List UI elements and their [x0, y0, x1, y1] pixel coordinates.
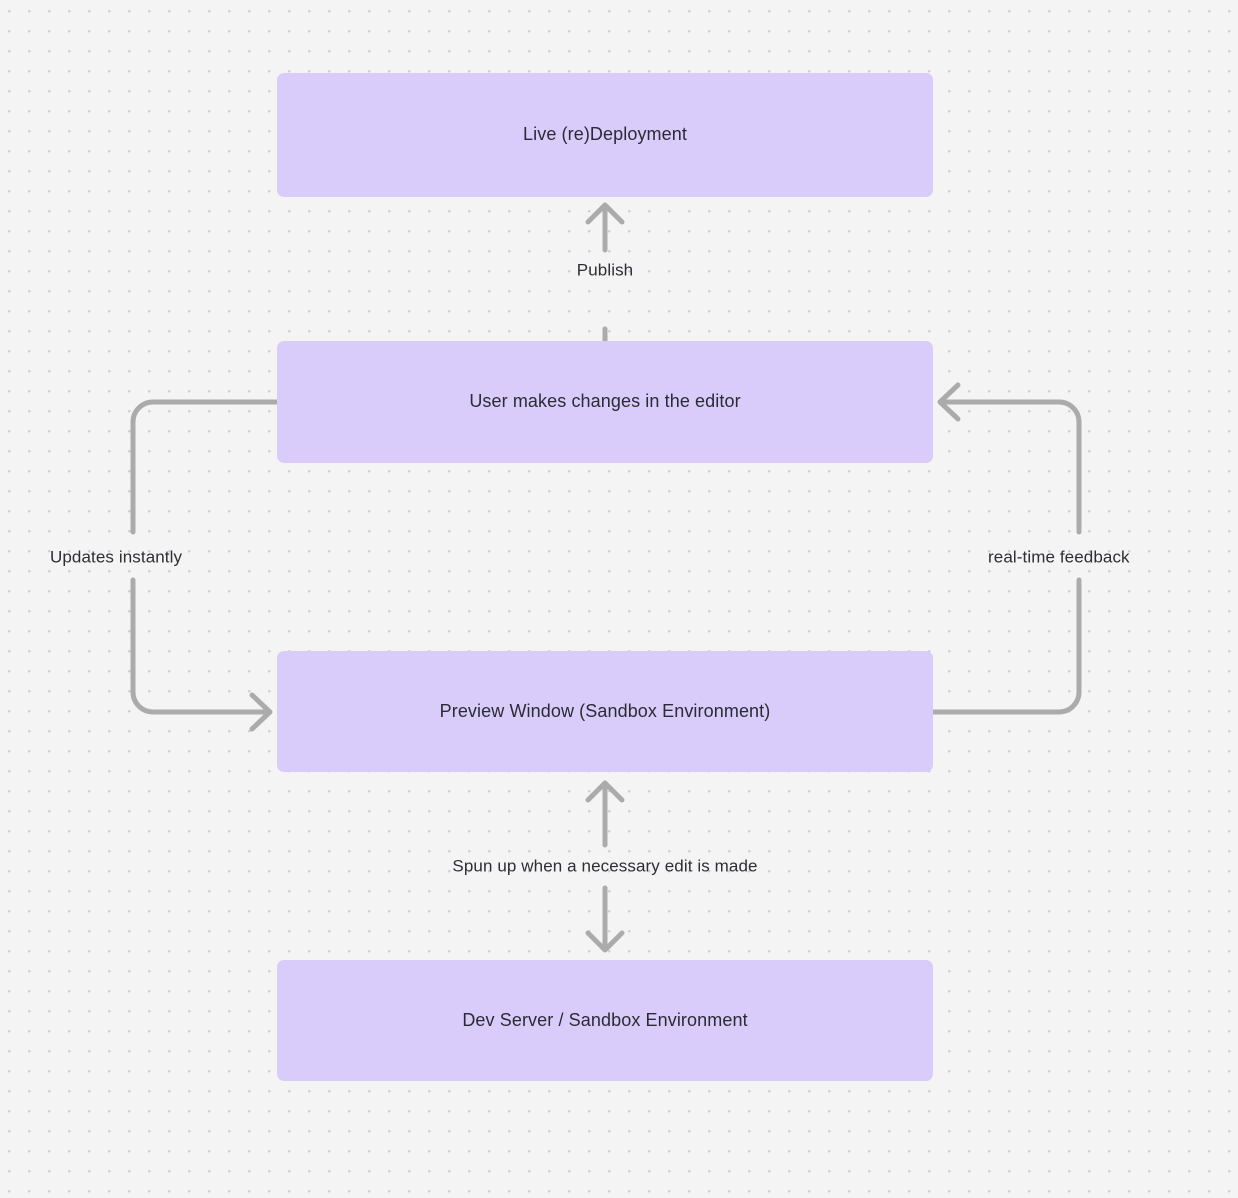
edge-updates-instantly-lower-segment [130, 577, 271, 715]
node-dev-server[interactable]: Dev Server / Sandbox Environment [277, 960, 933, 1081]
edge-label-real-time-feedback: real-time feedback [988, 547, 1130, 567]
node-preview-window[interactable]: Preview Window (Sandbox Environment) [277, 651, 933, 772]
edge-updates-instantly-upper-segment [130, 399, 280, 535]
edge-spun-up-down-arrowhead-icon [585, 930, 625, 953]
edge-spun-up-up-arrowhead-icon [585, 780, 625, 803]
edge-real-time-feedback-upper-segment [939, 399, 1082, 535]
edge-real-time-feedback-lower-segment [930, 577, 1082, 715]
edge-real-time-feedback-arrowhead-icon [937, 382, 961, 422]
node-live-deployment-label: Live (re)Deployment [523, 124, 687, 145]
edge-label-publish: Publish [576, 260, 634, 280]
node-preview-window-label: Preview Window (Sandbox Environment) [439, 700, 771, 721]
node-dev-server-label: Dev Server / Sandbox Environment [462, 1009, 748, 1030]
node-user-edits[interactable]: User makes changes in the editor [277, 341, 933, 463]
edge-label-spun-up: Spun up when a necessary edit is made [452, 856, 758, 876]
edge-publish-arrowhead-icon [585, 202, 625, 225]
node-user-edits-label: User makes changes in the editor [469, 391, 741, 412]
edge-updates-instantly-arrowhead-icon [249, 692, 273, 732]
edge-label-updates-instantly: Updates instantly [50, 547, 183, 567]
node-live-deployment[interactable]: Live (re)Deployment [277, 73, 933, 197]
